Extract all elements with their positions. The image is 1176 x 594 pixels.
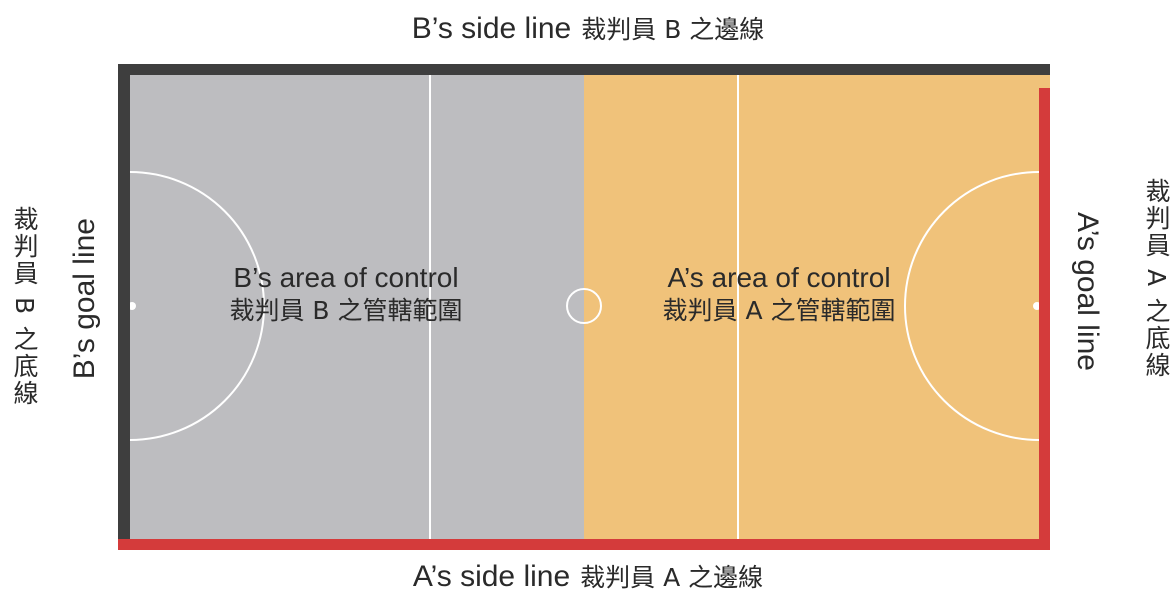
court-fill [118,64,1050,550]
court: B’s area of control 裁判員 B 之管轄範圍 A’s area… [118,64,1050,550]
top-side-line-zh: 裁判員 B 之邊線 [581,15,765,44]
goal-line-a [1039,88,1050,550]
goal-line-b [118,64,130,550]
goal-post-left [128,302,136,310]
bottom-side-line-en: A’s side line [412,560,571,593]
area-a-zh: 裁判員 A 之管轄範圍 [662,296,896,325]
right-goal-line-zh: 裁判員 A 之底線 [1142,178,1171,379]
area-b-zh: 裁判員 B 之管轄範圍 [229,296,463,325]
bottom-side-line-zh: 裁判員 A 之邊線 [580,563,764,592]
top-side-line-label: B’s side line 裁判員 B 之邊線 [0,10,1176,46]
side-line-b [118,64,1050,75]
area-a-label: A’s area of control 裁判員 A 之管轄範圍 [599,260,959,326]
side-line-a [118,539,1050,550]
left-goal-line-en: B’s goal line [68,218,101,380]
left-goal-line-label: 裁判員 B 之底線 B’s goal line [0,0,101,594]
goal-circle-left [129,171,265,441]
area-b-label: B’s area of control 裁判員 B 之管轄範圍 [166,260,526,326]
area-b-fill [118,64,584,550]
left-goal-line-zh: 裁判員 B 之底線 [10,206,39,408]
top-side-line-en: B’s side line [411,12,572,45]
bottom-side-line-label: A’s side line 裁判員 A 之邊線 [0,558,1176,594]
area-a-en: A’s area of control [667,262,891,293]
area-b-en: B’s area of control [233,262,459,293]
centre-circle [566,288,602,324]
right-goal-line-en: A’s goal line [1071,212,1104,371]
area-a-fill [584,64,1050,550]
goal-circle-right [904,171,1040,441]
